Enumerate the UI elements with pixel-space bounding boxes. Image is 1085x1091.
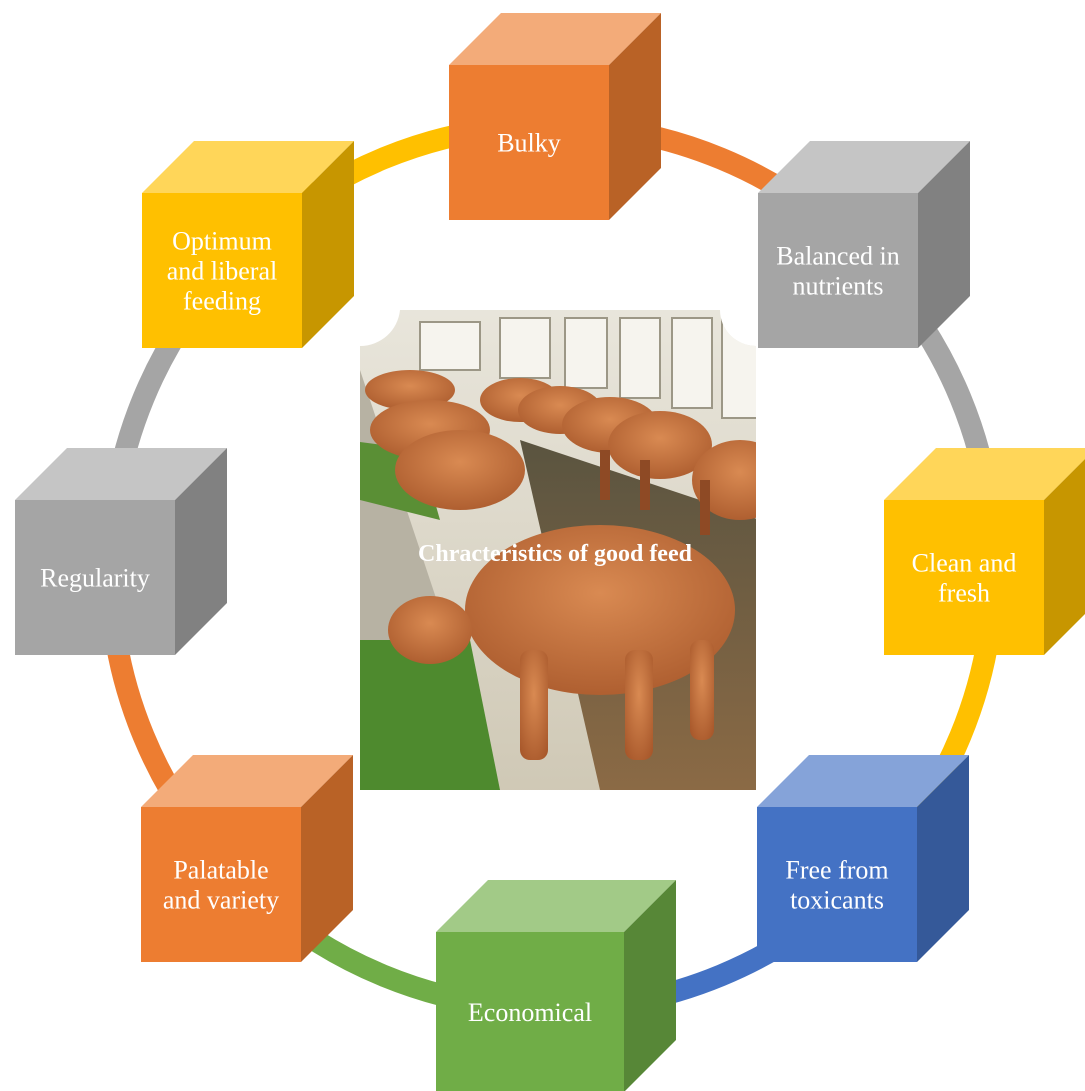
cube-bulky: Bulky xyxy=(449,13,661,220)
center-title: Chracteristics of good feed xyxy=(418,541,693,567)
cube-label: Economical xyxy=(468,998,592,1027)
cattle-shed-photo xyxy=(360,310,756,790)
cube-label: Clean and xyxy=(912,549,1017,578)
cube-label: nutrients xyxy=(793,272,884,301)
cube-label: Free from xyxy=(785,856,888,885)
cube-label: Bulky xyxy=(497,129,561,158)
cube-label: fresh xyxy=(938,579,990,608)
cube-label: toxicants xyxy=(790,886,884,915)
cube-label: and liberal xyxy=(167,257,277,286)
cube-label: Palatable xyxy=(173,856,268,885)
cube-label: Optimum xyxy=(172,227,272,256)
cube-economical: Economical xyxy=(436,880,676,1091)
cube-label: Regularity xyxy=(40,564,150,593)
cube-label: Balanced in xyxy=(776,242,899,271)
cube-label: and variety xyxy=(163,886,279,915)
cube-regularity: Regularity xyxy=(15,448,227,655)
cube-label: feeding xyxy=(183,287,261,316)
